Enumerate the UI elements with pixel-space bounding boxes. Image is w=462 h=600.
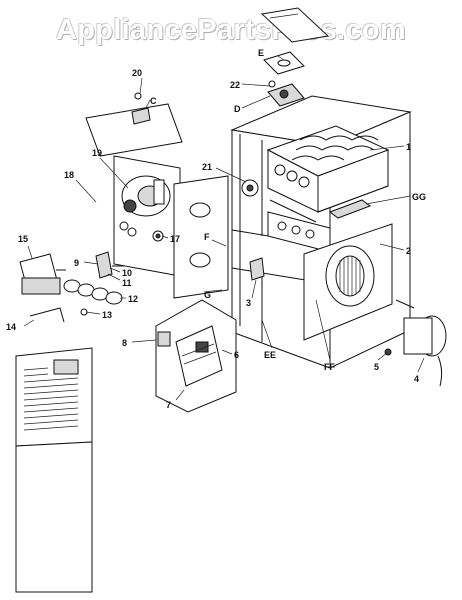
callout-g: G xyxy=(204,290,211,300)
callout-6: 6 xyxy=(234,350,239,360)
top-panel-part-c xyxy=(85,92,183,157)
callout-20: 20 xyxy=(132,68,142,78)
blower-motor xyxy=(384,299,447,387)
watermark: AppliancePartsPros.com xyxy=(56,14,406,46)
baffle-part-gg xyxy=(328,199,372,219)
callout-8: 8 xyxy=(122,338,127,348)
callout-f: F xyxy=(204,232,210,242)
lower-access-door xyxy=(15,441,93,593)
callout-14: 14 xyxy=(6,322,16,332)
callout-4: 4 xyxy=(414,374,419,384)
callout-13: 13 xyxy=(102,310,112,320)
callout-12: 12 xyxy=(128,294,138,304)
callout-labels: 20 C E 22 D 1 21 19 18 GG F 17 2 15 9 10… xyxy=(6,48,426,410)
burner-row xyxy=(63,279,123,305)
limit-switch xyxy=(241,179,259,197)
flame-sensor-tube xyxy=(29,307,88,323)
control-board xyxy=(155,299,237,413)
callout-gg: GG xyxy=(412,192,426,202)
callout-21: 21 xyxy=(202,162,212,172)
inducer-motor xyxy=(121,175,171,217)
callout-17: 17 xyxy=(170,234,180,244)
igniter-assembly xyxy=(95,251,124,279)
callout-1: 1 xyxy=(406,142,411,152)
blower-assembly xyxy=(303,223,393,341)
callout-10: 10 xyxy=(122,268,132,278)
top-cover-plate xyxy=(260,7,330,43)
callout-11: 11 xyxy=(122,278,132,288)
callout-22: 22 xyxy=(230,80,240,90)
upper-access-door xyxy=(15,347,93,447)
callout-15: 15 xyxy=(18,234,28,244)
callout-c: C xyxy=(150,96,157,106)
callout-7: 7 xyxy=(166,400,171,410)
heat-exchanger xyxy=(266,125,390,223)
callout-d: D xyxy=(234,104,241,114)
leader-lines xyxy=(23,55,425,401)
callout-18: 18 xyxy=(64,170,74,180)
gas-valve xyxy=(19,253,66,295)
callout-2: 2 xyxy=(406,246,411,256)
gasket-part-e xyxy=(263,51,305,75)
callout-3: 3 xyxy=(246,298,251,308)
pressure-switch xyxy=(152,230,164,242)
callout-5: 5 xyxy=(374,362,379,372)
callout-e: E xyxy=(258,48,264,58)
inducer-cover-part-d xyxy=(267,80,305,107)
callout-ff: FF xyxy=(324,362,335,372)
callout-ee: EE xyxy=(264,350,276,360)
bracket-part-3 xyxy=(249,257,265,281)
callout-19: 19 xyxy=(92,148,102,158)
callout-9: 9 xyxy=(74,258,79,268)
